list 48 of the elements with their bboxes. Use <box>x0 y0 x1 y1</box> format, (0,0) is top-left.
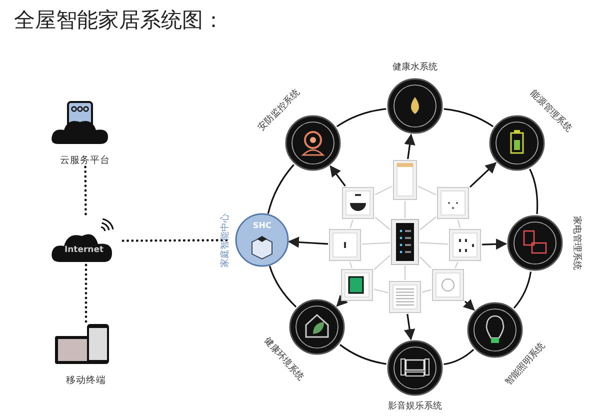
connector-line <box>454 262 458 268</box>
hub-label: SHC <box>253 221 272 230</box>
system-label: 安防监控系统 <box>256 86 303 134</box>
system-label: 能源管理系统 <box>527 88 574 135</box>
ring-line <box>444 108 494 128</box>
arrow <box>469 162 497 188</box>
hub-caption: 家庭智能中心 <box>219 212 232 270</box>
connector-line <box>422 289 432 293</box>
connector-line <box>350 262 352 268</box>
dotted-line <box>84 166 87 218</box>
arrow <box>288 236 328 248</box>
dotted-line <box>122 238 230 242</box>
connector-line <box>418 186 436 196</box>
ring-line <box>513 272 532 309</box>
ring-line <box>336 108 386 128</box>
arrow <box>482 238 508 250</box>
arrow <box>404 134 416 160</box>
connector-line <box>420 216 436 230</box>
dotted-line <box>84 264 88 326</box>
system-label: 健康环境系统 <box>261 334 306 384</box>
connector-line <box>374 288 388 294</box>
arrow <box>404 314 416 340</box>
arrow <box>336 294 348 307</box>
system-label: 影音娱乐系统 <box>388 400 442 412</box>
item-label: 云服务平台 <box>59 154 111 167</box>
connector-line <box>350 220 354 228</box>
arrow <box>462 298 475 311</box>
connector-line <box>404 266 406 280</box>
cloud-label: Internet <box>63 245 105 255</box>
ring-line <box>444 348 474 366</box>
arrow <box>330 165 346 186</box>
ring-line <box>268 266 297 308</box>
connector-line <box>420 242 448 245</box>
item-label: 移动终端 <box>65 374 107 387</box>
connector-line <box>404 200 406 218</box>
title: 全屋智能家居系统图： <box>14 7 224 34</box>
ring-line <box>340 344 386 365</box>
connector-line <box>374 216 390 230</box>
connector-line <box>362 242 390 245</box>
system-label: 健康水系统 <box>392 61 438 74</box>
system-label: 智能照明系统 <box>502 340 548 388</box>
connector-line <box>420 256 432 268</box>
connector-line <box>374 186 392 196</box>
ring-line <box>529 168 538 214</box>
ring-line <box>267 164 294 214</box>
connector-line <box>374 254 390 270</box>
system-label: 家电管理系统 <box>570 216 583 270</box>
connector-line <box>457 220 461 228</box>
